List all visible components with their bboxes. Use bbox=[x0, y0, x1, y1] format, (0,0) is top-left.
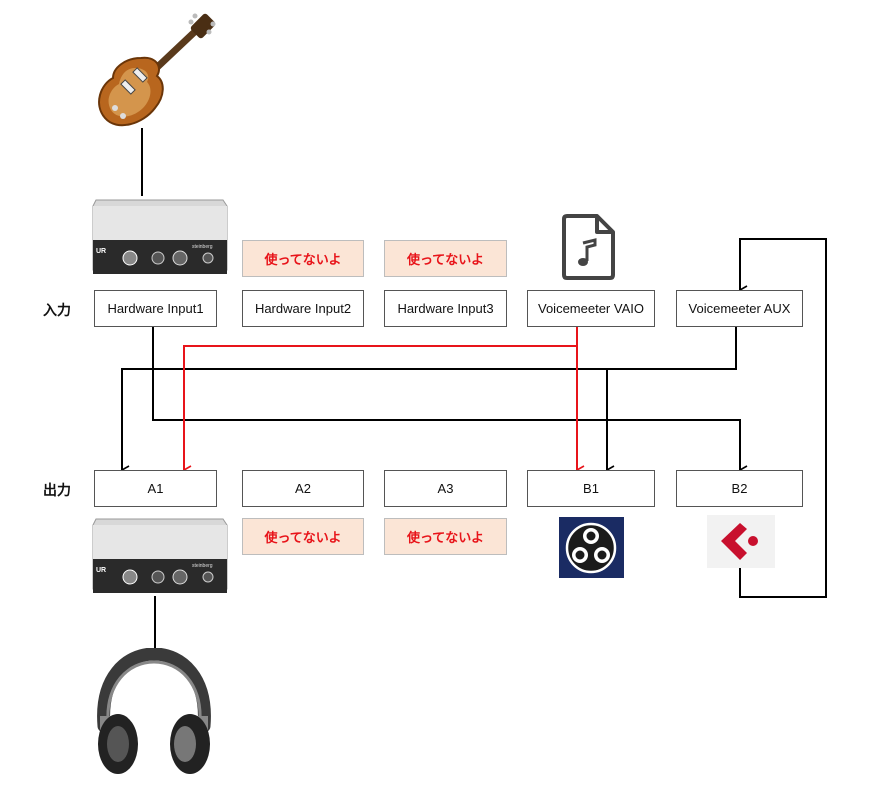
route-vaio-to-a1 bbox=[183, 327, 578, 470]
output-box-a3: A3 bbox=[384, 470, 507, 507]
output-box-b2: B2 bbox=[676, 470, 803, 507]
headphones-icon bbox=[97, 648, 211, 774]
music-file-icon bbox=[562, 214, 615, 280]
unused-label-input2: 使ってないよ bbox=[242, 240, 364, 277]
svg-text:steinberg: steinberg bbox=[192, 563, 213, 569]
input-box-hardware-input2: Hardware Input2 bbox=[242, 290, 364, 327]
input-box-voicemeeter-vaio: Voicemeeter VAIO bbox=[527, 290, 655, 327]
input-box-hardware-input3: Hardware Input3 bbox=[384, 290, 507, 327]
route-aux-to-a1 bbox=[121, 327, 737, 470]
output-box-a2: A2 bbox=[242, 470, 364, 507]
audio-interface-icon: UR steinberg bbox=[92, 199, 228, 274]
unused-label-input3: 使ってないよ bbox=[384, 240, 507, 277]
guitar-icon bbox=[98, 13, 216, 127]
unused-label-a2: 使ってないよ bbox=[242, 518, 364, 555]
cubase-logo-icon bbox=[707, 515, 775, 568]
svg-text:UR: UR bbox=[96, 567, 106, 574]
input-row-label: 入力 bbox=[43, 302, 71, 318]
output-box-b1: B1 bbox=[527, 470, 655, 507]
route-b2-loop-to-aux bbox=[739, 238, 827, 598]
input-box-hardware-input1: Hardware Input1 bbox=[94, 290, 217, 327]
svg-text:UR: UR bbox=[96, 248, 106, 255]
route-input1-to-b2 bbox=[152, 327, 740, 470]
svg-text:steinberg: steinberg bbox=[192, 244, 213, 250]
obs-logo-icon bbox=[559, 517, 624, 578]
output-row-label: 出力 bbox=[43, 482, 71, 498]
input-box-voicemeeter-aux: Voicemeeter AUX bbox=[676, 290, 803, 327]
output-box-a1: A1 bbox=[94, 470, 217, 507]
audio-interface-icon: UR steinberg bbox=[92, 518, 228, 593]
unused-label-a3: 使ってないよ bbox=[384, 518, 507, 555]
